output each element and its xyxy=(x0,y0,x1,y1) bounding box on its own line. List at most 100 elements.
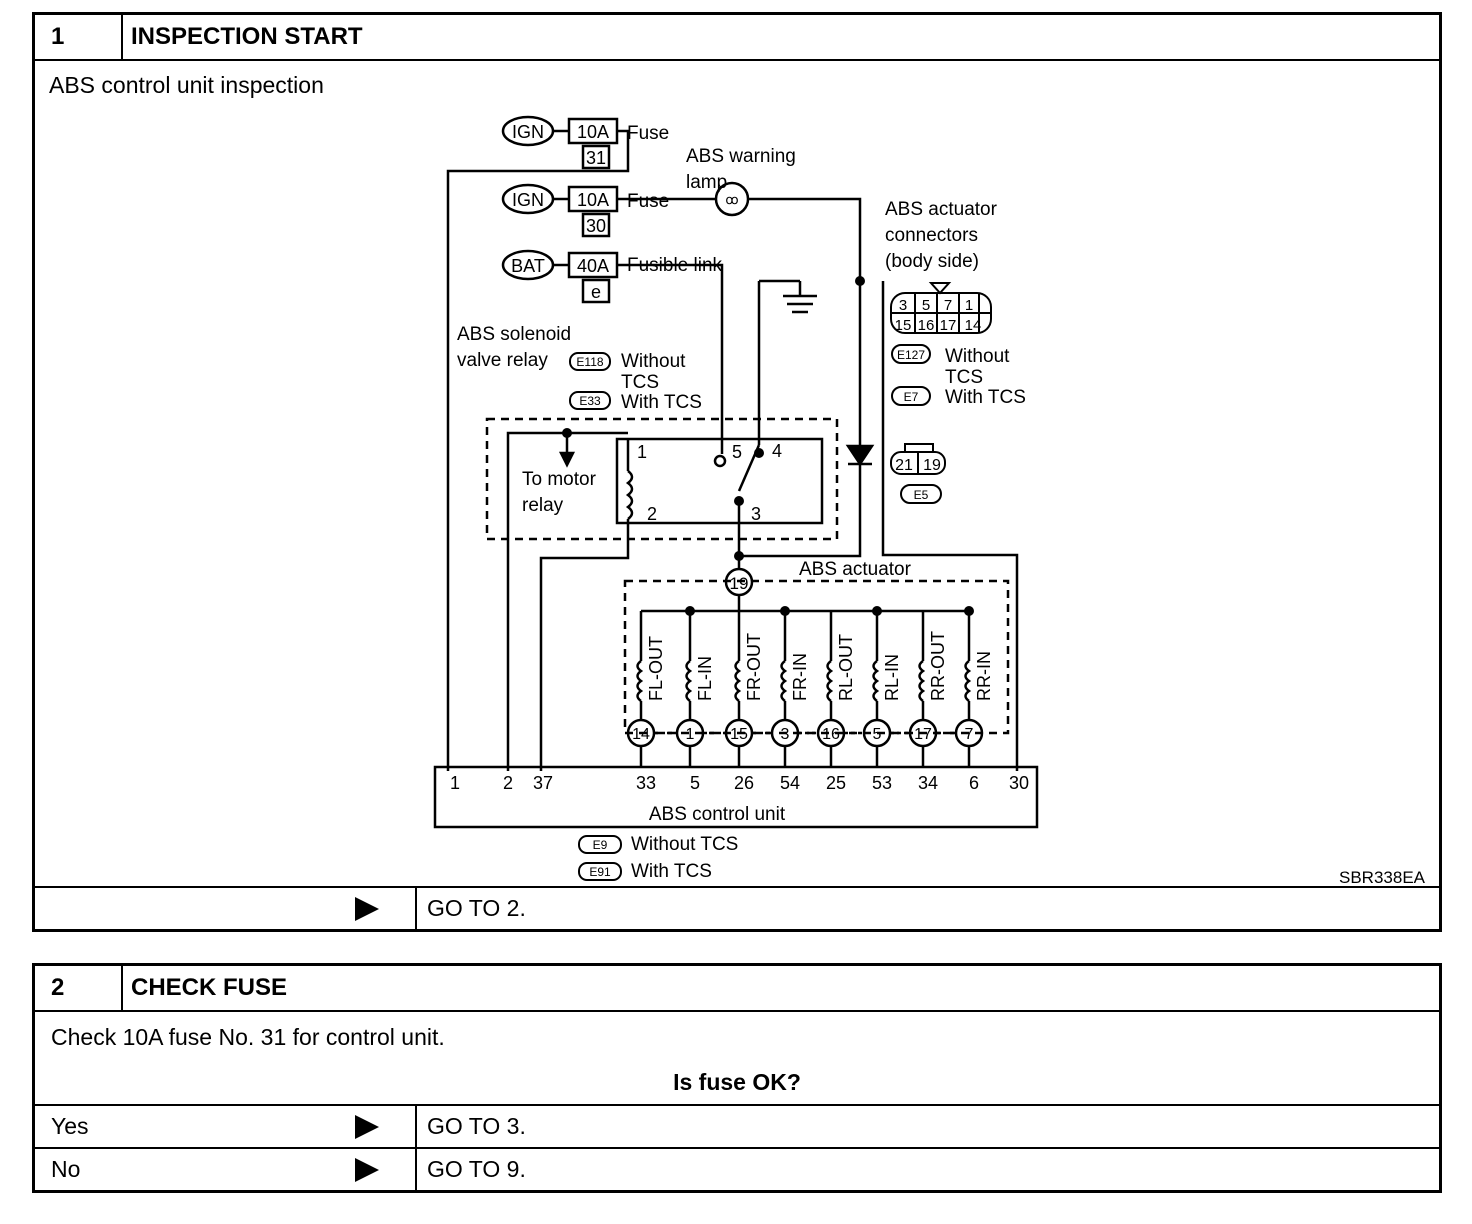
actuator-conn-label-2: connectors xyxy=(885,225,978,246)
e118-without-label: Without xyxy=(621,351,686,372)
conn-e91: E91 xyxy=(589,865,611,879)
solenoid-pin: 17 xyxy=(914,726,932,743)
e91-with-tcs-label: With TCS xyxy=(631,861,712,882)
cu-pin-2: 2 xyxy=(503,773,513,793)
connector-pin: 15 xyxy=(895,317,912,334)
actuator-conn-label-1: ABS actuator xyxy=(885,199,998,220)
control-unit-label: ABS control unit xyxy=(649,804,786,825)
solenoid-pin: 1 xyxy=(686,726,695,743)
bat-label: BAT xyxy=(511,256,545,276)
relay-label-2: valve relay xyxy=(457,350,548,371)
conn-e118: E118 xyxy=(576,355,603,369)
connector-pin: 16 xyxy=(918,317,935,334)
conn-e5-pin-19: 19 xyxy=(923,457,941,474)
fuse-10a-label-2: 10A xyxy=(577,190,609,210)
cu-pin: 5 xyxy=(690,773,700,793)
step-2-header: 2 CHECK FUSE xyxy=(35,966,1439,1012)
solenoid-label: FR-OUT xyxy=(744,633,764,701)
solenoid-label: RL-IN xyxy=(882,654,902,701)
solenoid-pin: 15 xyxy=(730,726,748,743)
connector-pin: 17 xyxy=(940,317,957,334)
wiring-diagram: IGN 10A 3 1 Fuse IGN 10A 30 Fuse ꝏ ABS wa… xyxy=(433,115,1426,887)
arrow-icon xyxy=(355,1157,379,1182)
connector-pin: 5 xyxy=(922,297,930,314)
conn-e5: E5 xyxy=(914,488,929,502)
actuator-conn-label-3: (body side) xyxy=(885,251,979,272)
conn-e9: E9 xyxy=(593,838,608,852)
no-next[interactable]: GO TO 9. xyxy=(427,1156,526,1182)
fuse-10a-label: 10A xyxy=(577,122,609,142)
figure-code: SBR338EA xyxy=(1339,868,1426,887)
solenoid-pin: 7 xyxy=(965,726,974,743)
cu-pin-1: 1 xyxy=(450,773,460,793)
e33-with-tcs-label: With TCS xyxy=(621,392,702,413)
link-e-label: e xyxy=(591,282,601,302)
step-number: 2 xyxy=(35,966,123,1010)
yes-row: Yes GO TO 3. xyxy=(35,1104,1439,1147)
e127-tcs-label: TCS xyxy=(945,367,983,388)
step-1-next[interactable]: GO TO 2. xyxy=(427,895,526,921)
relay-label-1: ABS solenoid xyxy=(457,324,571,345)
connector-pin: 3 xyxy=(899,297,907,314)
cu-pin: 33 xyxy=(636,773,656,793)
cu-pin: 34 xyxy=(918,773,938,793)
to-motor-label-1: To motor xyxy=(522,469,597,490)
fuse-label-1: Fuse xyxy=(627,123,669,144)
step-description: ABS control unit inspection xyxy=(49,72,324,98)
solenoid-label: RR-OUT xyxy=(928,631,948,701)
abs-actuator-label: ABS actuator xyxy=(799,559,912,580)
connector-pin: 14 xyxy=(965,317,982,334)
solenoid-label: FL-OUT xyxy=(646,636,666,701)
relay-pin-4: 4 xyxy=(772,441,782,461)
actuator-pin-19: 19 xyxy=(730,574,749,593)
conn-e127: E127 xyxy=(897,348,925,362)
relay-pin-2: 2 xyxy=(647,504,657,524)
cu-pin: 54 xyxy=(780,773,800,793)
connector-pin: 7 xyxy=(944,297,952,314)
relay-pin-5: 5 xyxy=(732,442,742,462)
solenoid-label: FR-IN xyxy=(790,653,810,701)
e118-tcs-label: TCS xyxy=(621,372,659,393)
to-motor-label-2: relay xyxy=(522,495,564,516)
step-title: CHECK FUSE xyxy=(131,974,288,1001)
step-number: 1 xyxy=(35,15,123,59)
solenoid-pin: 14 xyxy=(632,726,650,743)
solenoid-pin: 5 xyxy=(873,726,882,743)
conn-e7: E7 xyxy=(904,390,919,404)
conn-e33: E33 xyxy=(579,394,601,408)
solenoid-pin: 3 xyxy=(781,726,790,743)
cu-pin: 53 xyxy=(872,773,892,793)
step-2-box: 2 CHECK FUSE Check 10A fuse No. 31 for c… xyxy=(32,963,1442,1193)
ign-1-label: IGN xyxy=(512,122,544,142)
solenoid-label: FL-IN xyxy=(695,656,715,701)
yes-next[interactable]: GO TO 3. xyxy=(427,1113,526,1139)
no-label: No xyxy=(51,1156,81,1182)
conn-e5-pin-21: 21 xyxy=(895,457,913,474)
fuse-40a-label: 40A xyxy=(577,256,609,276)
solenoid-label: RL-OUT xyxy=(836,634,856,701)
e127-without-label: Without xyxy=(945,346,1010,367)
step-1-header: 1 INSPECTION START xyxy=(35,15,1439,61)
fuse-label-2: Fuse xyxy=(627,191,669,212)
e9-without-tcs-label: Without TCS xyxy=(631,834,738,855)
cu-pin: 25 xyxy=(826,773,846,793)
e7-with-tcs-label: With TCS xyxy=(945,387,1026,408)
relay-pin-1: 1 xyxy=(637,442,647,462)
cu-pin-30: 30 xyxy=(1009,773,1029,793)
cu-pin: 6 xyxy=(969,773,979,793)
warning-lamp-label-2: lamp xyxy=(686,172,727,193)
step-1-box: 1 INSPECTION START ABS control unit insp… xyxy=(32,12,1442,932)
arrow-icon xyxy=(355,896,379,921)
relay-pin-3: 3 xyxy=(751,504,761,524)
step-title: INSPECTION START xyxy=(131,23,363,50)
step-question: Is fuse OK? xyxy=(673,1069,801,1095)
cu-pin: 26 xyxy=(734,773,754,793)
solenoid-pin: 16 xyxy=(822,726,840,743)
no-row: No GO TO 9. xyxy=(35,1147,1439,1190)
warning-lamp-label-1: ABS warning xyxy=(686,146,796,167)
ign-2-label: IGN xyxy=(512,190,544,210)
step-1-result-row: GO TO 2. xyxy=(35,886,1439,929)
connector-pin: 1 xyxy=(965,297,973,314)
svg-text:ꝏ: ꝏ xyxy=(725,192,738,207)
step-description: Check 10A fuse No. 31 for control unit. xyxy=(51,1024,445,1050)
